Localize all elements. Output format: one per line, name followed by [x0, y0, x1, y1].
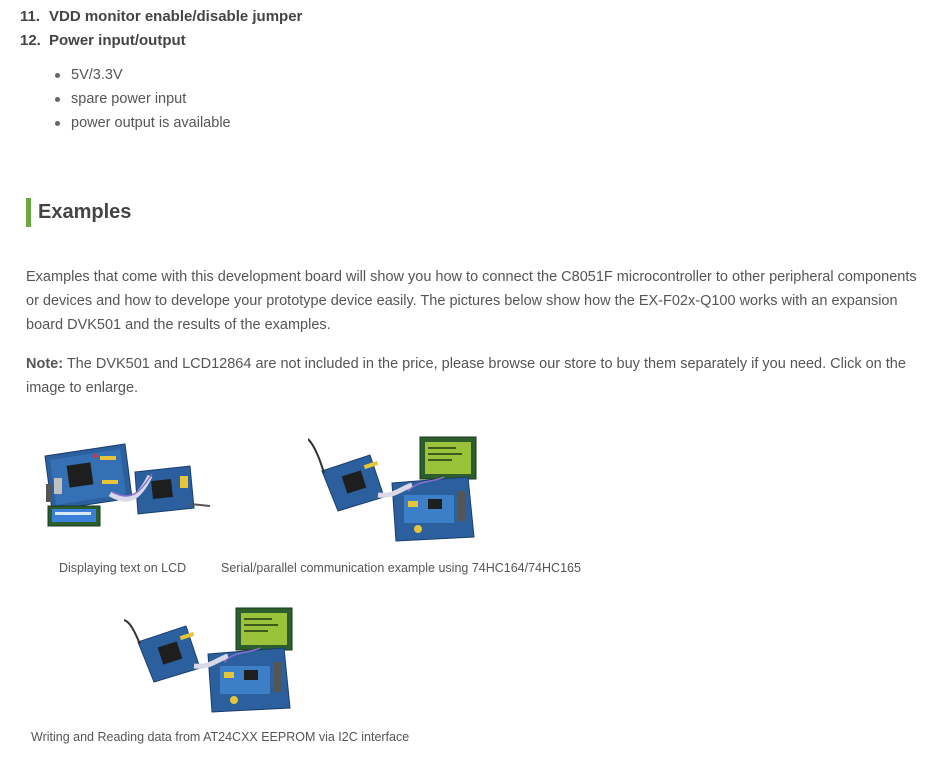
- bullet-icon: [55, 97, 60, 102]
- list-item-label: VDD monitor enable/disable jumper: [49, 8, 303, 25]
- figure-caption: Writing and Reading data from AT24CXX EE…: [31, 730, 410, 744]
- sub-list-item: 5V/3.3V: [52, 63, 231, 87]
- power-sub-list: 5V/3.3V spare power input power output i…: [52, 63, 231, 135]
- figure-eeprom-image[interactable]: [124, 604, 304, 716]
- figure-caption: Displaying text on LCD: [59, 561, 187, 575]
- figure-serial-image[interactable]: [308, 433, 488, 545]
- sub-list-item: spare power input: [52, 87, 231, 111]
- note-text: The DVK501 and LCD12864 are not included…: [26, 356, 906, 396]
- list-item-11: 11. VDD monitor enable/disable jumper: [20, 8, 302, 26]
- section-title: Examples: [38, 200, 132, 223]
- list-item-number: 12.: [20, 32, 41, 49]
- examples-heading: Examples: [26, 197, 131, 227]
- list-item-label: Power input/output: [49, 32, 186, 49]
- figure-lcd-image[interactable]: [40, 436, 215, 536]
- board-with-lcd1602-image[interactable]: [40, 436, 215, 536]
- list-item-number: 11.: [20, 8, 41, 25]
- figure-caption: Serial/parallel communication example us…: [221, 561, 581, 575]
- sub-list-item: power output is available: [52, 111, 231, 135]
- note-paragraph: Note: The DVK501 and LCD12864 are not in…: [26, 352, 931, 400]
- board-with-lcd12864-eeprom-image[interactable]: [124, 604, 304, 716]
- list-item-12: 12. Power input/output: [20, 32, 186, 50]
- note-label: Note:: [26, 356, 64, 372]
- bullet-icon: [55, 73, 60, 78]
- intro-paragraph: Examples that come with this development…: [26, 269, 917, 333]
- heading-accent-bar: [26, 197, 31, 227]
- board-with-lcd12864-image[interactable]: [308, 433, 488, 545]
- bullet-icon: [55, 121, 60, 126]
